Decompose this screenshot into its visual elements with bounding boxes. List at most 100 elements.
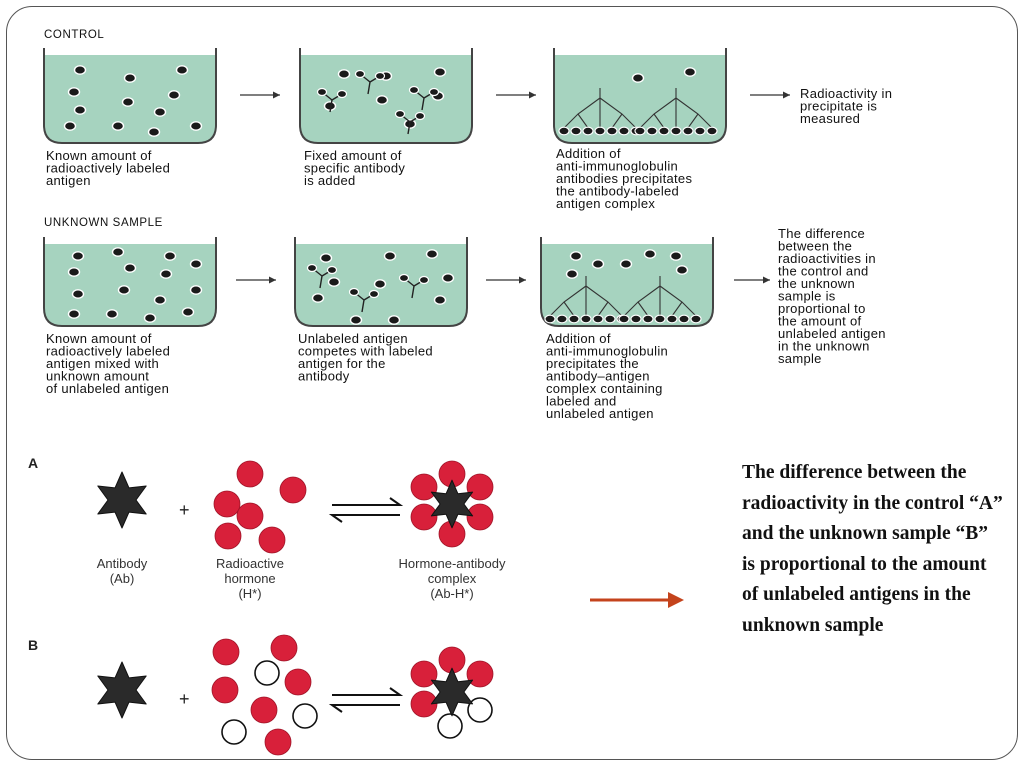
antigen-dot [377,96,388,104]
antigen-dot [659,127,669,135]
antigen-dot [75,106,86,114]
antigen-dot [607,127,617,135]
antigen-dot [375,280,386,288]
antigen-dot [149,128,160,136]
antigen-dot [113,122,124,130]
label-line: antigen complex [556,196,655,211]
antigen-dot [389,316,400,324]
antigen-dot [69,88,80,96]
antigen-dot [113,248,124,256]
antigen-dot [427,250,438,258]
radioactive-hormone-dot [215,523,241,549]
antigen-dot [410,87,419,94]
unknown-beaker-2 [295,237,467,326]
antigen-dot [385,252,396,260]
antigen-dot [593,260,604,268]
antigen-dot [671,252,682,260]
label-line: unlabeled antigen [546,406,654,421]
antibody-star [431,668,472,716]
equilibrium-arrow-path [332,498,400,522]
unknown-arrow-3 [734,277,770,284]
label-line: antigen [46,173,91,188]
label-line: antibody [298,369,350,384]
antigen-dot [679,315,689,323]
control-step3-label: Addition ofanti-immunoglobulinantibodies… [556,146,692,211]
antibody-star [98,662,146,718]
antigen-dot [69,268,80,276]
plus-sign-a: + [179,500,190,520]
radioactive-hormone-dot [285,669,311,695]
control-beaker-3 [554,48,726,143]
radioactive-hormone-dot [237,503,263,529]
radioactive-hormone-dot [259,527,285,553]
pointer-arrow [590,592,684,608]
unlabeled-hormone-dot [255,661,279,685]
antigen-dot [161,270,172,278]
antigen-dot [619,315,629,323]
control-beaker-2 [300,48,472,143]
arrow-head [763,277,770,284]
antigen-dot [443,274,454,282]
antigen-dot [583,127,593,135]
control-arrow-1 [240,92,280,99]
unknown-beaker-3 [541,237,713,326]
label-line: complex [428,571,477,586]
radioactive-hormone-dot [411,474,437,500]
antigen-dot [107,310,118,318]
antibody-star [431,480,472,528]
control-arrow-3 [750,92,790,99]
panel-a-label: A [28,455,38,471]
antigen-dot [569,315,579,323]
label-line: (Ab-H*) [430,586,473,601]
arrow-head [273,92,280,99]
antigen-dot [430,89,439,96]
antigen-dot [125,74,136,82]
antigen-dot [318,89,327,96]
antigen-dot [65,122,76,130]
antigen-dot [191,286,202,294]
antigen-dot [683,127,693,135]
antigen-dot [308,265,317,272]
antigen-dot [593,315,603,323]
antigen-dot [155,296,166,304]
antigen-dot [191,122,202,130]
antigen-dot [633,74,644,82]
unlabeled-hormone-dot [468,698,492,722]
antigen-dot [571,127,581,135]
arrow-head [783,92,790,99]
radioactive-hormone-dot [280,477,306,503]
antigen-dot [707,127,717,135]
label-line: hormone [224,571,275,586]
label-line: Antibody [97,556,148,571]
unknown-beaker-1 [44,237,216,326]
antigen-dot [376,73,385,80]
control-result-label: Radioactivity inprecipitate ismeasured [800,86,892,126]
label-line: Radioactive [216,556,284,571]
equilibrium-arrows-a [332,498,400,522]
antigen-dot [145,314,156,322]
explanation-text: The difference between the radioactivity… [742,458,1004,641]
antigen-dot [75,66,86,74]
antigen-dot [557,315,567,323]
antigen-dot [595,127,605,135]
antigen-dot [677,266,688,274]
antigen-dot [416,113,425,120]
antigen-dot [621,260,632,268]
hormone-mix-b [212,635,317,755]
antigen-dot [631,315,641,323]
antigen-dot [329,278,340,286]
unknown-header: UNKNOWN SAMPLE [44,217,163,229]
antigen-dot [605,315,615,323]
radioactive-hormone-dot [265,729,291,755]
antigen-dot [695,127,705,135]
antigen-dot [155,108,166,116]
antigen-dot [350,289,359,296]
antigen-dot [645,250,656,258]
arrow-head [529,92,536,99]
unlabeled-hormone-dot [293,704,317,728]
hormone-antibody-complex-a [411,461,493,547]
antigen-dot [396,111,405,118]
label-line: (Ab) [110,571,135,586]
